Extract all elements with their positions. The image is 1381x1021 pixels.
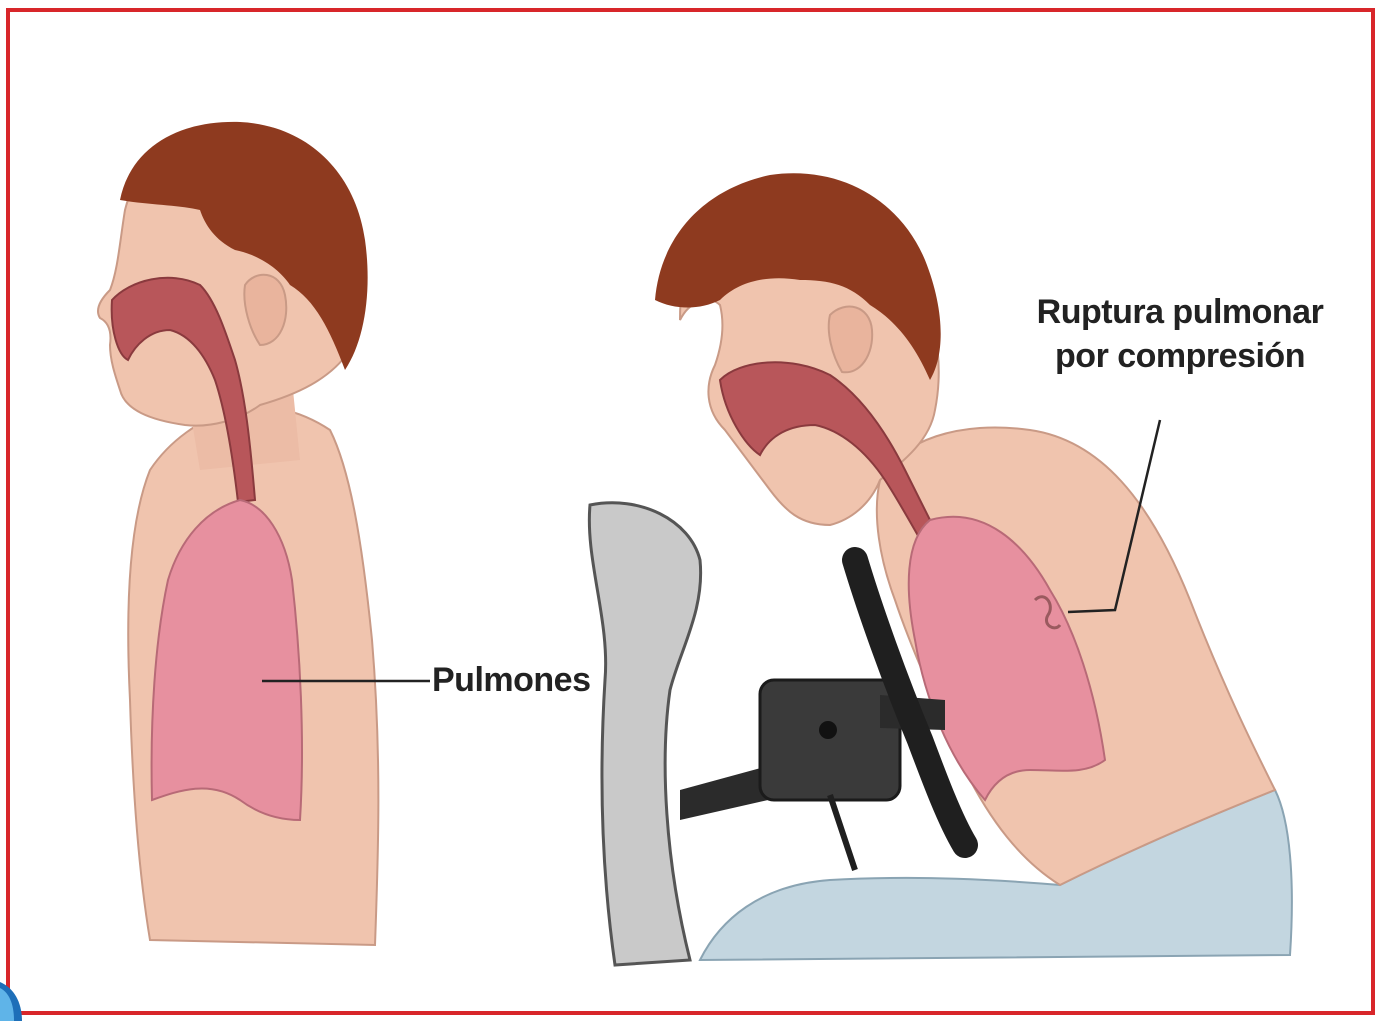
corner-logo-fragment xyxy=(0,982,22,1021)
ruptura-label-line1: Ruptura pulmonar xyxy=(1010,290,1350,334)
ruptura-label: Ruptura pulmonar por compresión xyxy=(1010,290,1350,378)
pulmones-label: Pulmones xyxy=(432,658,590,702)
red-frame xyxy=(6,8,1375,1015)
ruptura-label-line2: por compresión xyxy=(1010,334,1350,378)
